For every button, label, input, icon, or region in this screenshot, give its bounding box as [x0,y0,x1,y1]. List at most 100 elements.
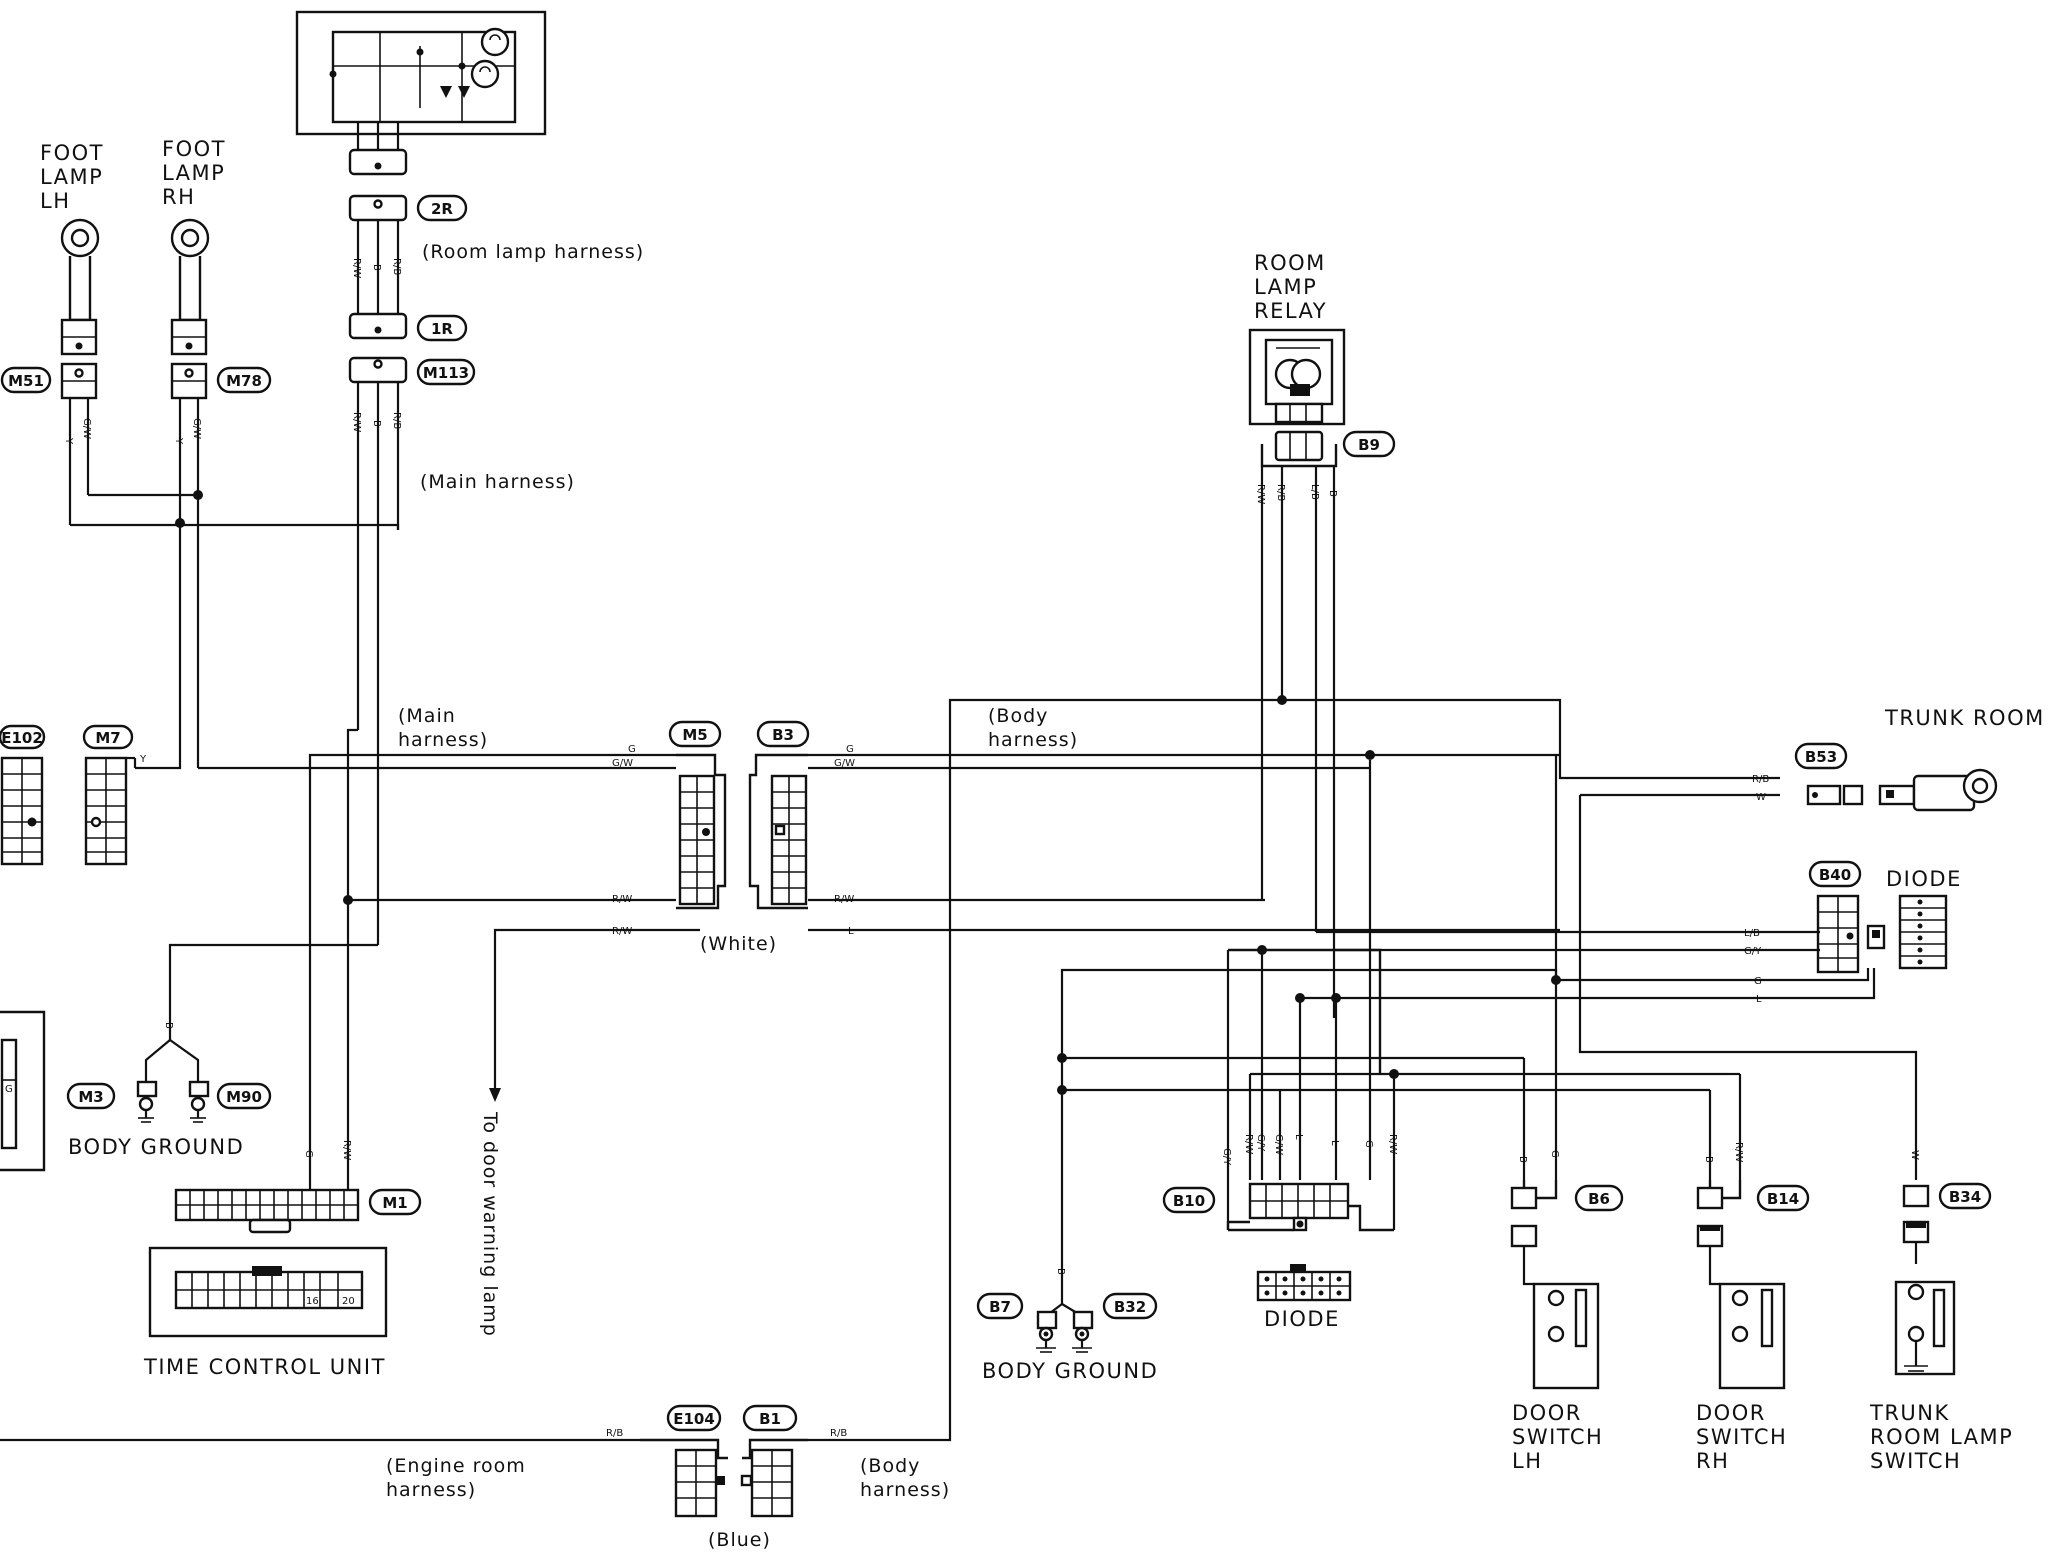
room-lamp [295,10,547,150]
time-control-unit: 16 20 TIME CONTROL UNIT [143,1246,388,1379]
svg-text:R/W: R/W [351,412,362,432]
svg-text:B32: B32 [1114,1298,1146,1316]
svg-text:R/B: R/B [1275,484,1286,501]
svg-text:Y: Y [63,437,74,445]
svg-text:DIODE: DIODE [1264,1307,1340,1331]
svg-text:M51: M51 [8,372,44,390]
svg-text:BODY GROUND: BODY GROUND [68,1135,244,1159]
svg-text:R/W: R/W [1733,1142,1744,1162]
svg-text:B34: B34 [1949,1188,1981,1206]
svg-text:G: G [303,1150,314,1158]
svg-text:G/W: G/W [1273,1134,1284,1155]
room-lamp-harness [348,148,408,384]
connector-m7: M7 [82,724,137,866]
connector-b32: B32 [1102,1292,1158,1320]
connector-b40: B40 [1808,860,1862,888]
svg-text:Y: Y [173,437,184,445]
svg-text:R/W: R/W [834,894,854,905]
diode-right: DIODE [1816,867,1960,974]
svg-text:R/W: R/W [1243,1134,1254,1154]
svg-text:L/B: L/B [1744,928,1760,939]
svg-text:B6: B6 [1588,1190,1610,1208]
svg-text:R/B: R/B [830,1428,847,1439]
svg-text:G: G [1549,1150,1560,1158]
svg-text:B9: B9 [1358,436,1380,454]
svg-text:16: 16 [306,1296,319,1307]
svg-text:G: G [628,744,636,755]
room-lamp-harness-label: (Room lamp harness) [422,241,644,263]
connector-b1: B1 [740,1404,808,1518]
connector-b7: B7 [976,1292,1024,1320]
svg-text:1R: 1R [431,320,453,338]
svg-text:2R: 2R [431,200,453,218]
body-ground-right: BODY GROUND [982,1300,1158,1383]
main-harness-label-top: (Main harness) [420,471,575,493]
svg-text:G/W: G/W [81,418,92,439]
connector-m5: M5 [668,720,727,910]
svg-text:B: B [1703,1156,1714,1163]
connector-b34: B34 [1938,1182,1992,1210]
svg-text:TIME CONTROL UNIT: TIME CONTROL UNIT [143,1355,386,1379]
svg-text:B: B [163,1022,174,1029]
svg-text:M5: M5 [682,726,707,744]
svg-text:TRUNK ROOM LAMP: TRUNK ROOM LAMP [1884,706,2050,730]
svg-text:G/W: G/W [191,418,202,439]
svg-text:BODY GROUND: BODY GROUND [982,1359,1158,1383]
svg-text:B1: B1 [759,1410,781,1428]
connector-m51: M51 [0,366,52,394]
connector-e104: E104 [640,1404,728,1518]
svg-text:Y: Y [139,754,147,765]
svg-text:R/W: R/W [1255,484,1266,504]
diode-bottom: DIODE [1256,1264,1352,1331]
connector-2r: 2R [416,194,468,222]
connector-m78: M78 [216,366,272,394]
svg-text:G: G [1754,976,1762,987]
svg-text:L: L [1293,1134,1304,1140]
svg-text:G: G [1363,1140,1374,1148]
svg-text:G/Y: G/Y [1255,1134,1266,1152]
svg-text:B3: B3 [772,726,794,744]
svg-text:B: B [1517,1156,1528,1163]
left-edge-component: G [0,1010,46,1172]
svg-text:R/W: R/W [1387,1134,1398,1154]
svg-text:G/Y: G/Y [1221,1148,1232,1166]
svg-text:L: L [1756,994,1762,1005]
connector-b9: B9 [1260,430,1396,468]
connector-b10: B10 [1162,1182,1394,1232]
svg-text:M113: M113 [423,364,469,382]
svg-text:W: W [1909,1150,1920,1160]
svg-text:B: B [1327,490,1338,497]
svg-text:B: B [1055,1268,1066,1275]
connector-m3: M3 [66,1082,116,1110]
svg-text:B53: B53 [1805,748,1837,766]
svg-text:L/B: L/B [1309,484,1320,500]
svg-text:B40: B40 [1819,866,1851,884]
svg-text:L: L [848,926,854,937]
svg-text:B: B [371,420,382,427]
svg-text:G/Y: G/Y [1744,946,1762,957]
svg-text:M7: M7 [95,729,120,747]
svg-text:M3: M3 [78,1088,103,1106]
svg-text:L: L [1329,1140,1340,1146]
connector-m113: M113 [416,358,476,386]
connector-m90: M90 [216,1082,272,1110]
svg-text:E102: E102 [1,729,43,747]
svg-text:B10: B10 [1173,1192,1205,1210]
connector-b53: B53 [1794,742,1848,770]
svg-text:R/B: R/B [1752,774,1769,785]
svg-text:R/B: R/B [391,412,402,429]
svg-text:M78: M78 [226,372,262,390]
svg-text:G: G [5,1084,13,1095]
svg-text:W: W [1756,792,1766,803]
